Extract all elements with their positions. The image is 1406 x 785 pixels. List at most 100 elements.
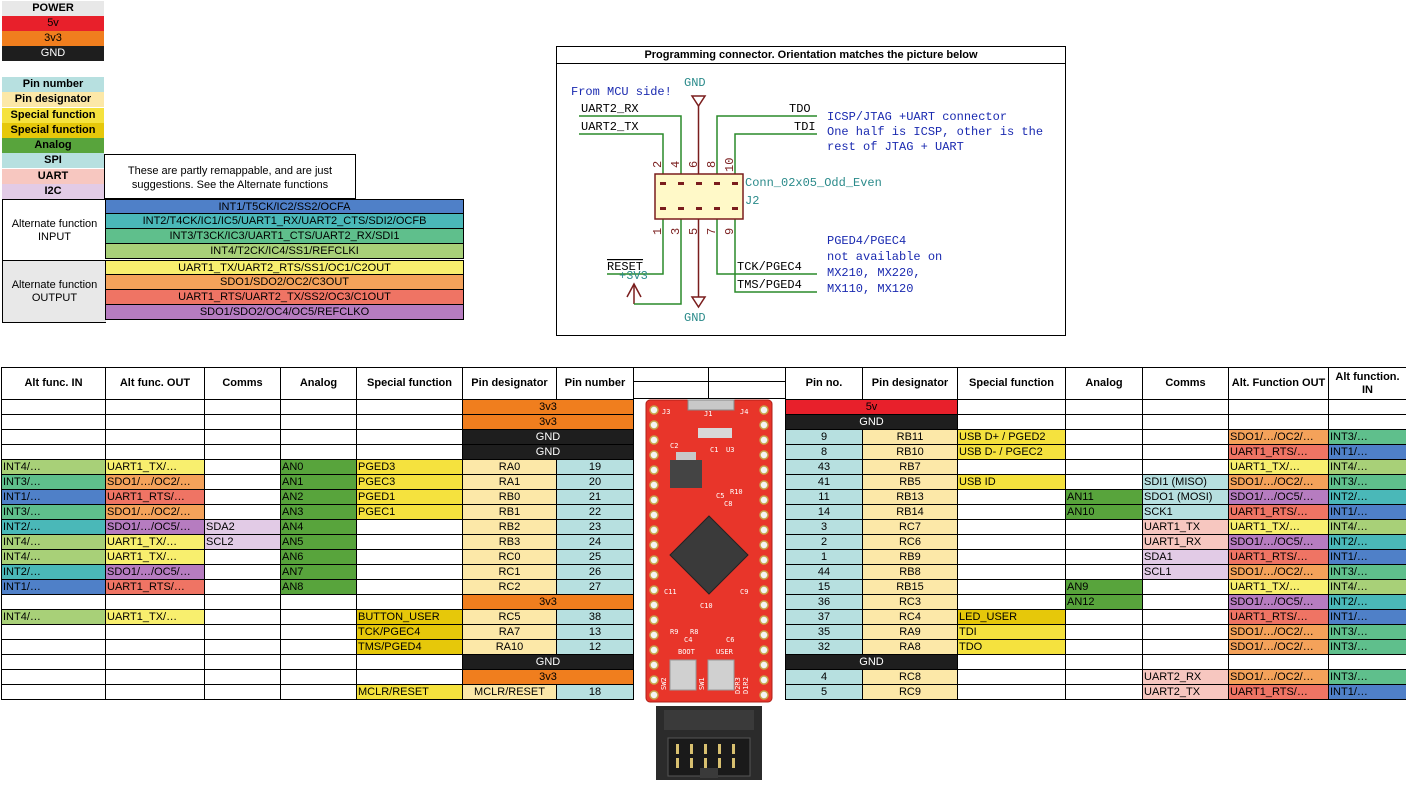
header-pad [760, 601, 768, 609]
pin-number-cell: 18 [557, 685, 634, 700]
comms-cell: SCL2 [205, 535, 281, 550]
header-pad [650, 586, 658, 594]
alt-in-cell: INT1/… [1329, 550, 1406, 565]
pin-number-cell: 19 [557, 460, 634, 475]
pin-number-cell: 38 [557, 610, 634, 625]
legend-5v: 5v [2, 16, 104, 31]
header-pad [760, 466, 768, 474]
alt-out-cell: UART1_TX/… [106, 535, 205, 550]
pin-designator-cell: RA0 [463, 460, 557, 475]
programming-connector-title: Programming connector. Orientation match… [557, 47, 1065, 64]
alt-out-cell: UART1_TX/… [106, 550, 205, 565]
pin-designator-cell: RC7 [863, 520, 958, 535]
left-col-header: Alt func. IN [2, 368, 106, 400]
legend-pin-number: Pin number [2, 77, 104, 92]
empty-cell [1066, 400, 1143, 415]
analog-cell: AN3 [281, 505, 357, 520]
from-mcu-label: From MCU side! [571, 85, 672, 99]
header-pad [760, 421, 768, 429]
tms-label: TMS/PGED4 [737, 278, 802, 292]
comms-cell [1143, 625, 1229, 640]
power-cell: GND [463, 445, 634, 460]
tdi-label: TDI [794, 120, 816, 134]
pin-number-bottom: 9 [723, 228, 737, 235]
alt-out-cell: UART1_RTS/… [1229, 445, 1329, 460]
pin-number-cell: 36 [786, 595, 863, 610]
analog-cell: AN6 [281, 550, 357, 565]
empty-cell [106, 670, 205, 685]
alt-out-row: UART1_TX/UART2_RTS/SS1/OC1/C2OUT [105, 260, 464, 275]
special-function-cell [958, 670, 1066, 685]
pin-number-cell: 8 [786, 445, 863, 460]
pin-number-cell: 26 [557, 565, 634, 580]
alt-in-cell: INT1/… [1329, 610, 1406, 625]
right-col-header: Special function [958, 368, 1066, 400]
special-function-cell [357, 535, 463, 550]
connector-desc-line: ICSP/JTAG +UART connector [827, 110, 1007, 124]
empty-cell [357, 415, 463, 430]
alt-in-row: INT3/T3CK/IC3/UART1_CTS/UART2_RX/SDI1 [105, 229, 464, 244]
empty-cell [205, 400, 281, 415]
board-silk-label: C1 [710, 446, 718, 454]
comms-cell [205, 475, 281, 490]
header-pad [760, 631, 768, 639]
special-function-cell [357, 580, 463, 595]
alt-in-cell: INT1/… [1329, 505, 1406, 520]
alt-in-label: Alternate function INPUT [2, 199, 106, 262]
comms-cell: SDA2 [205, 520, 281, 535]
pin-designator-cell: RC8 [863, 670, 958, 685]
alt-out-cell [106, 625, 205, 640]
empty-cell [2, 445, 106, 460]
header-pad [760, 496, 768, 504]
comms-cell [1143, 640, 1229, 655]
left-col-header: Analog [281, 368, 357, 400]
header-pad [650, 676, 658, 684]
alt-in-cell: INT4/… [2, 550, 106, 565]
alt-out-cell: UART1_TX/… [1229, 520, 1329, 535]
pin-number-cell: 25 [557, 550, 634, 565]
comms-cell [205, 490, 281, 505]
comms-cell [205, 685, 281, 700]
table-row: GND [2, 445, 634, 460]
special-function-cell [958, 535, 1066, 550]
board-svg: J3 J1 J4 C2 C1 U3 R10 C5 C8 C11 C10 C9 R… [640, 398, 778, 782]
alt-in-cell: INT3/… [1329, 670, 1406, 685]
pin-number-cell: 44 [786, 565, 863, 580]
analog-cell [1066, 535, 1143, 550]
alt-out-cell: UART1_RTS/… [106, 580, 205, 595]
pin-number-cell: 43 [786, 460, 863, 475]
pin-number-cell: 14 [786, 505, 863, 520]
uart2-rx-label: UART2_RX [581, 102, 639, 116]
special-function-cell [958, 490, 1066, 505]
legend-gnd: GND [2, 46, 104, 61]
header-pad [650, 496, 658, 504]
empty-cell [357, 445, 463, 460]
empty-cell [2, 430, 106, 445]
pin-number-top: 6 [687, 161, 701, 168]
pin-number-cell: 23 [557, 520, 634, 535]
analog-cell [1066, 685, 1143, 700]
alt-out-cell: UART1_RTS/… [1229, 685, 1329, 700]
alt-out-cell: UART1_TX/… [1229, 580, 1329, 595]
table-row: GND [2, 655, 634, 670]
special-function-cell [958, 550, 1066, 565]
alt-out-cell: UART1_RTS/… [1229, 550, 1329, 565]
comms-cell: SDA1 [1143, 550, 1229, 565]
gnd-bottom-symbol [692, 297, 705, 307]
pin-number-cell: 1 [786, 550, 863, 565]
comms-cell: UART2_TX [1143, 685, 1229, 700]
pin-number-cell: 27 [557, 580, 634, 595]
empty-cell [205, 430, 281, 445]
pin-designator-cell: RB0 [463, 490, 557, 505]
board-silk-label: C9 [740, 588, 748, 596]
right-col-header: Analog [1066, 368, 1143, 400]
board-silk-label: C10 [700, 602, 713, 610]
board-silk-label: R9 [670, 628, 678, 636]
empty-cell [2, 400, 106, 415]
